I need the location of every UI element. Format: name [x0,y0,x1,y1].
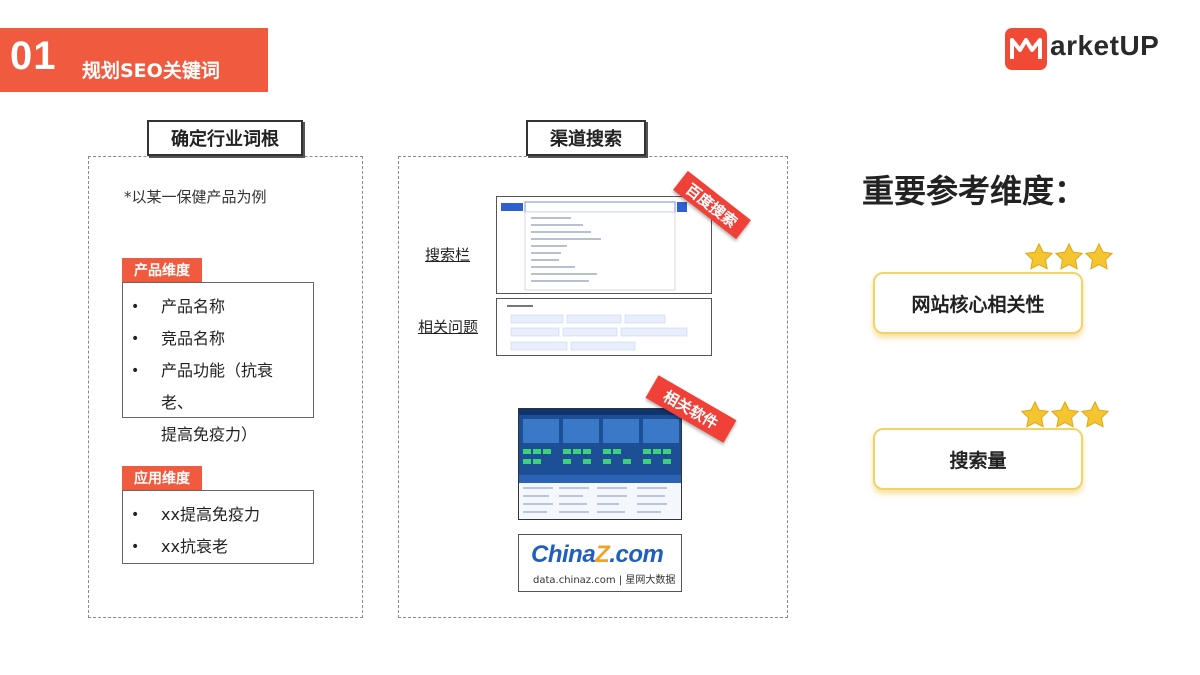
section-title: 规划SEO关键词 [82,60,220,82]
star-icon [1080,400,1110,428]
chinaz-brand-z: Z [595,541,610,568]
list-item: 产品名称 [131,291,303,323]
list-item: xx提高免疫力 [131,499,303,531]
search-volume-card-label: 搜索量 [949,449,1007,472]
product-dimension-tag: 产品维度 [122,258,202,282]
logo-text: arketUP [1050,30,1160,61]
baidu-search-suggestions-thumbnail [496,196,712,294]
marketup-m-logo-icon [1005,28,1047,70]
list-item-continuation: 提高免疫力） [161,425,258,444]
related-software-thumbnail [518,408,682,520]
search-volume-rating [1020,400,1110,430]
application-dimension-tag: 应用维度 [122,466,202,490]
star-icon [1020,400,1050,428]
chinaz-url: data.chinaz.com [533,575,616,586]
section-number: 01 [10,34,57,78]
application-dimension-list: xx提高免疫力 xx抗衰老 [122,490,314,564]
star-icon [1054,242,1084,270]
channel-search-title: 渠道搜索 [526,120,646,156]
star-icon [1084,242,1114,270]
chinaz-separator: | [618,575,623,586]
search-bar-label: 搜索栏 [425,246,471,264]
product-dimension-list: 产品名称 竞品名称 产品功能（抗衰老、 提高免疫力） [122,282,314,444]
related-questions-label: 相关问题 [418,318,479,336]
example-note: *以某一保健产品为例 [124,188,267,206]
chinaz-brand-dotcom: .com [609,541,664,568]
chinaz-brand-china: China [531,541,596,568]
list-item: 竞品名称 [131,323,303,355]
list-item: 产品功能（抗衰老、 [131,355,303,419]
star-icon [1050,400,1080,428]
search-volume-card: 搜索量 [873,428,1083,490]
chinaz-logo-box: ChinaZ.com data.chinaz.com | 星网大数据 [518,534,682,592]
relevance-rating [1024,242,1114,272]
chinaz-subtitle: 星网大数据 [625,575,676,586]
section-header-bar [0,28,268,92]
star-icon [1024,242,1054,270]
list-item: xx抗衰老 [131,531,303,563]
relevance-card: 网站核心相关性 [873,272,1083,334]
industry-root-title: 确定行业词根 [147,120,303,156]
reference-dimensions-title: 重要参考维度： [862,172,1087,210]
relevance-card-label: 网站核心相关性 [911,293,1045,316]
related-questions-thumbnail [496,298,712,356]
